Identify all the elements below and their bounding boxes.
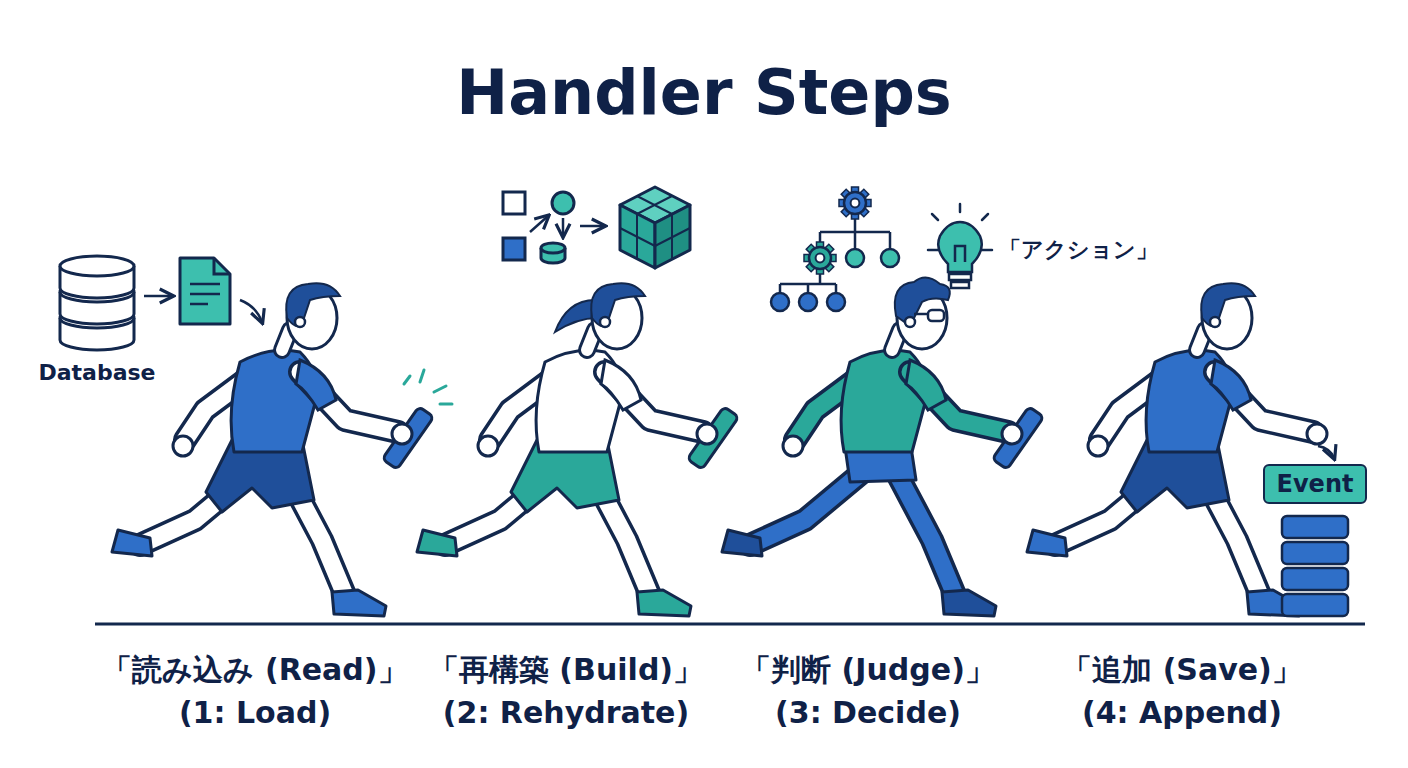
cube-icon xyxy=(620,187,690,268)
database-icon xyxy=(60,256,134,350)
flow-arrow xyxy=(530,216,548,232)
action-label: 「アクション」 xyxy=(999,235,1158,265)
decision-tree xyxy=(780,215,890,294)
gear-icon xyxy=(839,187,871,219)
step-number: (4: Append) xyxy=(1082,695,1282,730)
lightbulb-icon xyxy=(928,204,992,288)
event-box: Event xyxy=(1263,464,1368,504)
sparkle-lines xyxy=(404,370,452,404)
step-number: (3: Decide) xyxy=(775,695,961,730)
flow-arrow xyxy=(144,295,172,298)
gear-icon xyxy=(804,242,836,274)
tree-node xyxy=(771,293,789,311)
step-number: (2: Rehydrate) xyxy=(443,695,689,730)
rehydrate-icon xyxy=(503,192,574,263)
event-stack xyxy=(1282,516,1348,616)
ground-line xyxy=(95,623,1365,626)
pointer-arrow xyxy=(1318,446,1334,458)
tree-node xyxy=(799,293,817,311)
flow-arrow xyxy=(562,218,565,236)
node-text: Event xyxy=(1277,470,1354,498)
step-caption: 「追加 (Save)」 xyxy=(1062,650,1302,691)
tree-node xyxy=(827,293,845,311)
runner-figure xyxy=(112,283,434,616)
flow-arrow xyxy=(580,225,604,228)
tree-node xyxy=(846,249,864,267)
runner-figure xyxy=(1027,283,1327,616)
step-caption: 「再構築 (Build)」 xyxy=(429,650,703,691)
step-caption: 「判断 (Judge)」 xyxy=(741,650,995,691)
step-number: (1: Load) xyxy=(179,695,331,730)
tree-node xyxy=(881,249,899,267)
step-caption: 「読み込み (Read)」 xyxy=(102,650,407,691)
runner-figure xyxy=(722,277,1044,616)
icon-label: Database xyxy=(38,360,155,385)
document-icon xyxy=(180,258,230,324)
diagram-title: Handler Steps xyxy=(456,56,951,129)
flow-arrow xyxy=(240,300,262,322)
runner-figure xyxy=(417,283,739,616)
